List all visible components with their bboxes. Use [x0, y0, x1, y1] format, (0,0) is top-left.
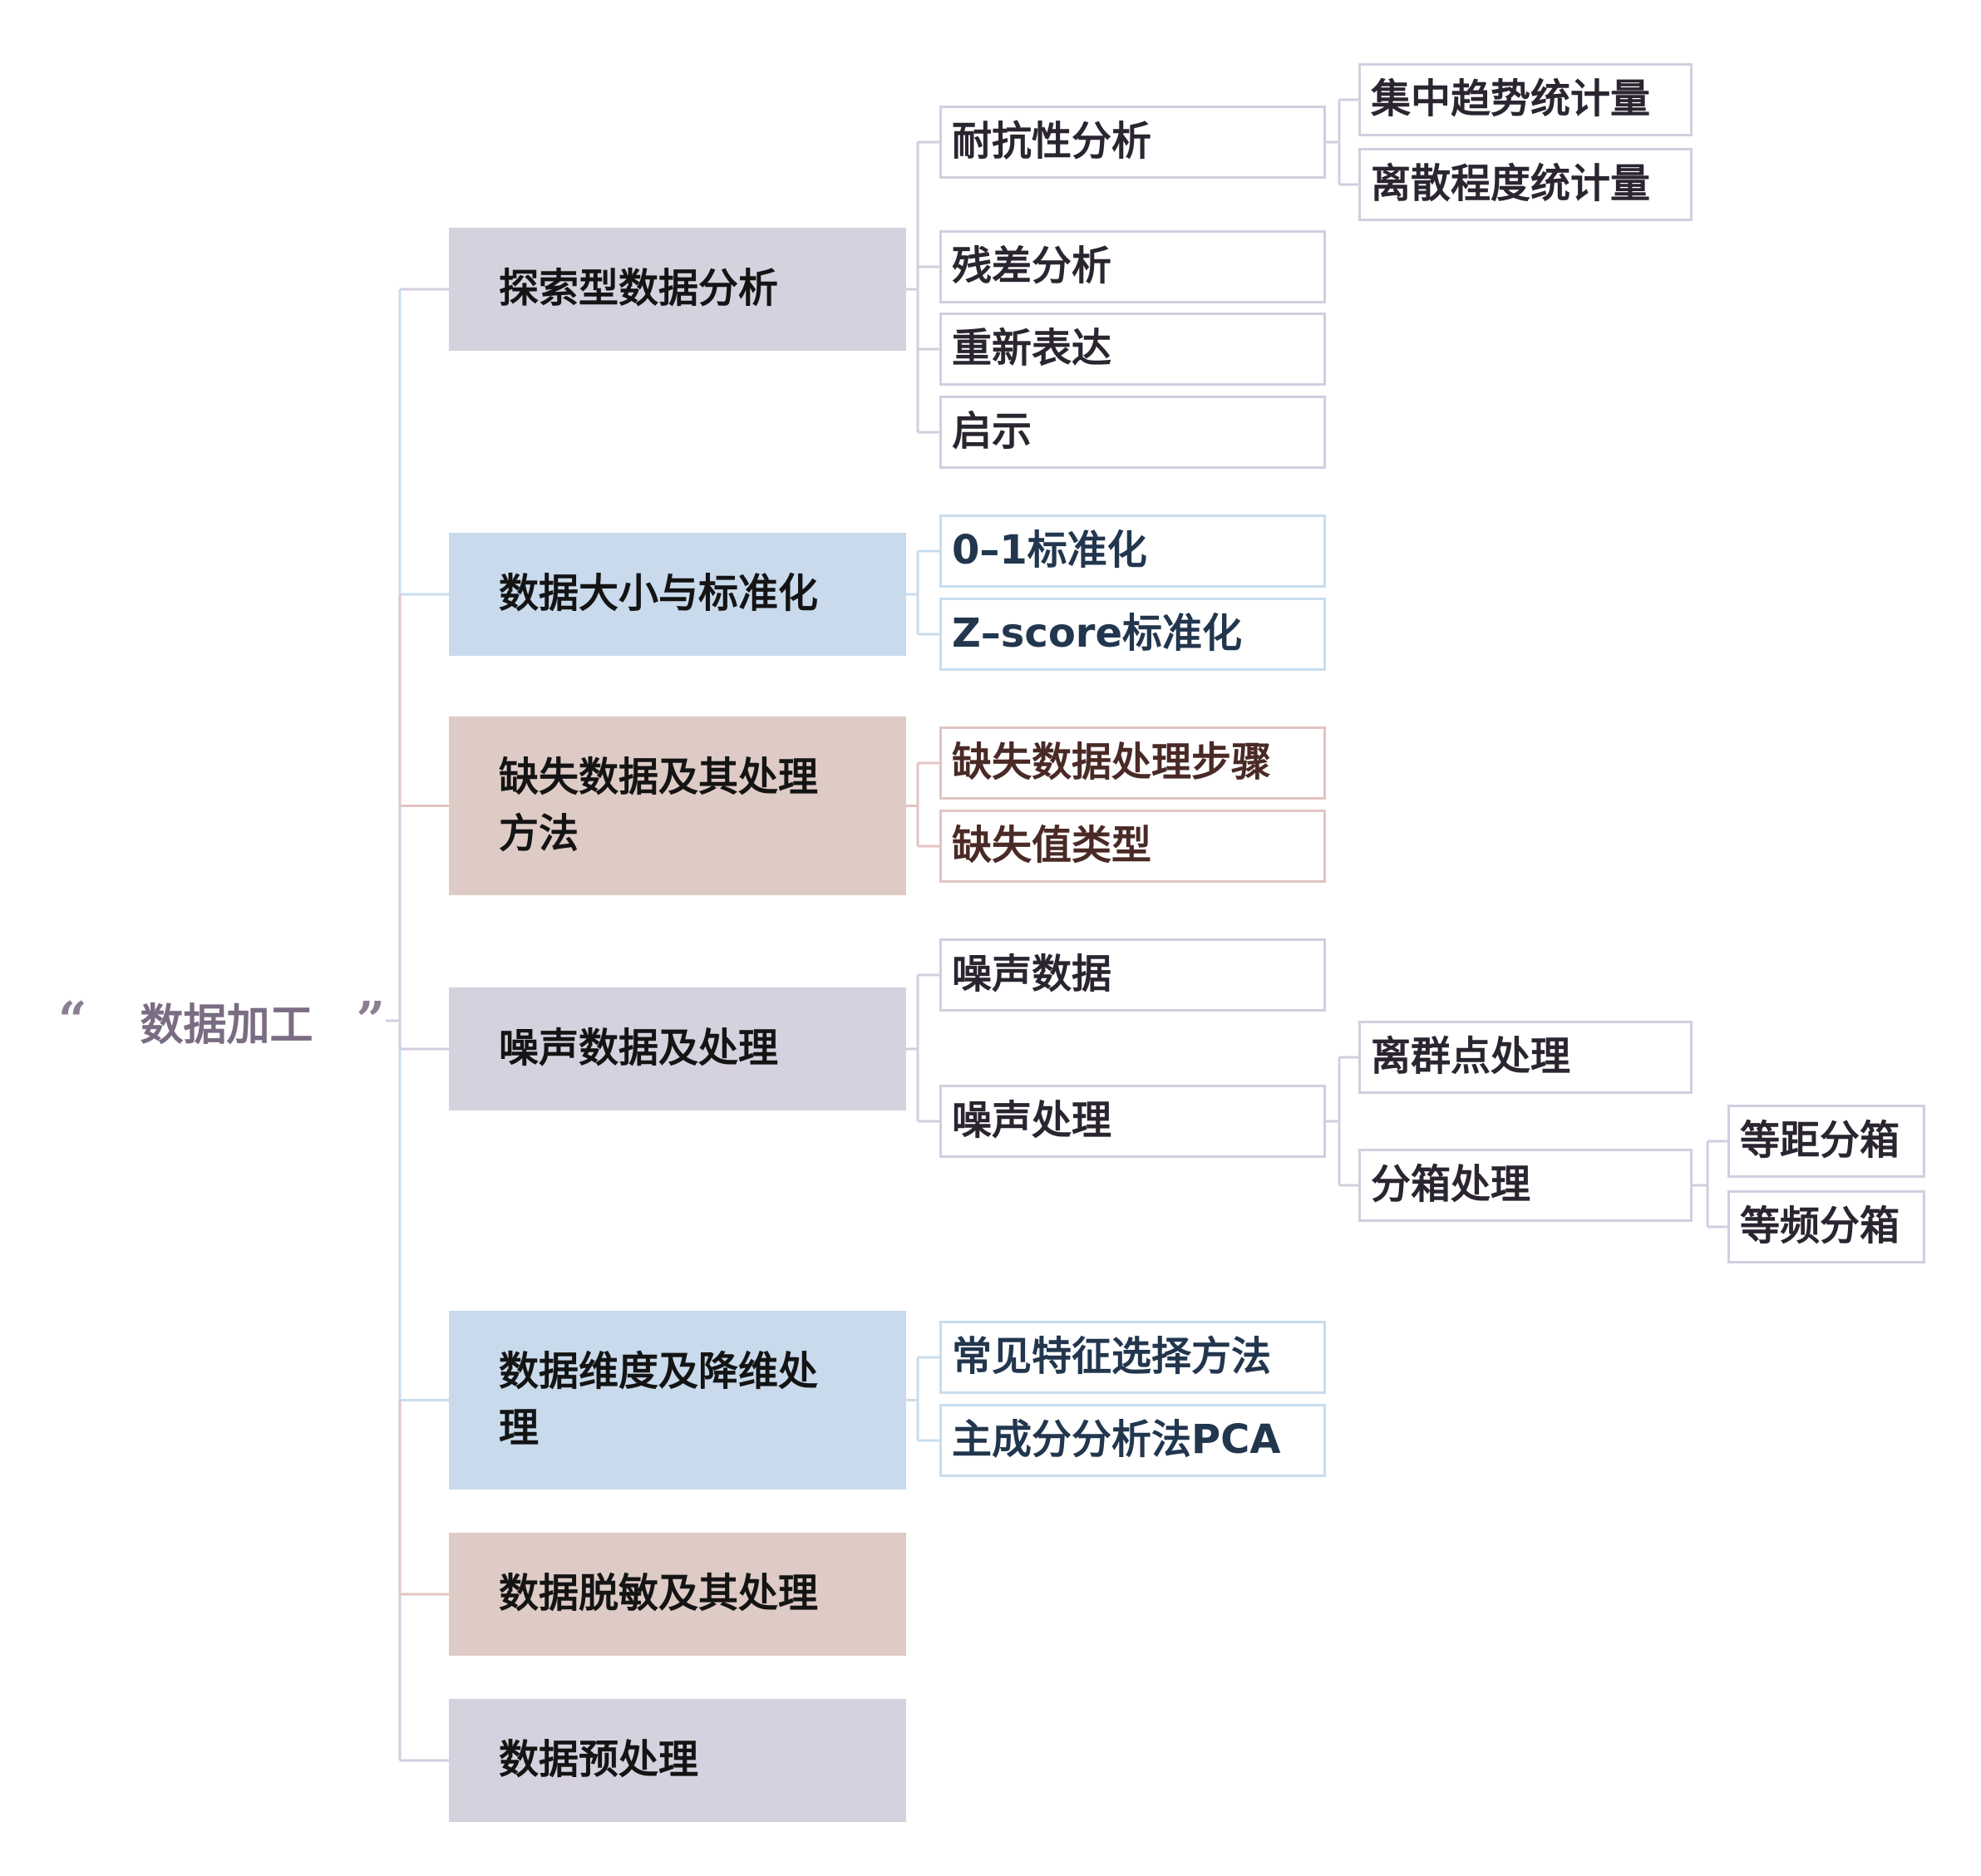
- topic-node-3[interactable]: 缺失数据及其处理方法: [449, 716, 906, 895]
- subtopic-node[interactable]: 常见特征选择方法: [939, 1321, 1326, 1394]
- topic-label-line: 数据维度及降维处: [499, 1348, 819, 1396]
- topic-node-4-label: 噪声数据及处理: [499, 1025, 779, 1072]
- detail-node[interactable]: 集中趋势统计量: [1358, 63, 1693, 136]
- subtopic-node[interactable]: 启示: [939, 396, 1326, 469]
- detail-node-label: 分箱处理: [1371, 1161, 1531, 1209]
- subtopic-node-label: Z–score标准化: [952, 610, 1243, 657]
- detail-node-label: 离群点处理: [1371, 1033, 1571, 1081]
- subtopic-node[interactable]: 重新表达: [939, 313, 1326, 386]
- subtopic-node[interactable]: 缺失值类型: [939, 810, 1326, 883]
- subtopic-node[interactable]: 0–1标准化: [939, 515, 1326, 588]
- detail-node-label: 集中趋势统计量: [1371, 76, 1651, 123]
- leaf-node[interactable]: 等频分箱: [1727, 1190, 1925, 1263]
- subtopic-node-label: 重新表达: [952, 325, 1112, 372]
- topic-label-line: 理: [499, 1404, 540, 1451]
- topic-node-2[interactable]: 数据大小与标准化: [449, 533, 906, 656]
- topic-node-4[interactable]: 噪声数据及处理: [449, 987, 906, 1110]
- topic-node-6[interactable]: 数据脱敏及其处理: [449, 1533, 906, 1656]
- topic-label-line: 缺失数据及其处理: [499, 754, 819, 801]
- subtopic-node-label: 噪声处理: [952, 1097, 1112, 1145]
- leaf-node-label: 等距分箱: [1740, 1117, 1900, 1164]
- topic-node-5-label: 数据维度及降维处理: [499, 1344, 818, 1455]
- subtopic-node[interactable]: 噪声数据: [939, 938, 1326, 1012]
- topic-node-1[interactable]: 探索型数据分析: [449, 228, 906, 351]
- topic-node-7[interactable]: 数据预处理: [449, 1699, 906, 1822]
- topic-node-1-label: 探索型数据分析: [499, 265, 779, 313]
- subtopic-node-label: 启示: [952, 408, 1032, 455]
- detail-node[interactable]: 离群点处理: [1358, 1021, 1693, 1094]
- detail-node[interactable]: 分箱处理: [1358, 1149, 1693, 1222]
- subtopic-node[interactable]: 耐抗性分析: [939, 106, 1326, 179]
- leaf-node[interactable]: 等距分箱: [1727, 1105, 1925, 1178]
- subtopic-node-label: 0–1标准化: [952, 527, 1147, 574]
- subtopic-node-label: 残差分析: [952, 243, 1112, 290]
- topic-node-6-label: 数据脱敏及其处理: [499, 1570, 819, 1617]
- subtopic-node-label: 缺失值类型: [952, 822, 1152, 869]
- subtopic-node[interactable]: 残差分析: [939, 230, 1326, 303]
- topic-node-2-label: 数据大小与标准化: [499, 570, 819, 618]
- detail-node[interactable]: 离散程度统计量: [1358, 148, 1693, 221]
- open-quote-mark: “: [58, 992, 87, 1050]
- subtopic-node-label: 主成分分析法PCA: [952, 1416, 1281, 1464]
- subtopic-node-label: 缺失数据处理步骤: [952, 739, 1272, 786]
- subtopic-node-label: 噪声数据: [952, 951, 1112, 998]
- topic-label-line: 方法: [499, 810, 579, 857]
- subtopic-node-label: 耐抗性分析: [952, 118, 1152, 165]
- root-node[interactable]: “ 数据加工 ”: [58, 987, 385, 1054]
- close-quote-mark: ”: [356, 992, 386, 1050]
- subtopic-node[interactable]: 主成分分析法PCA: [939, 1404, 1326, 1477]
- topic-node-7-label: 数据预处理: [499, 1736, 699, 1784]
- detail-node-label: 离散程度统计量: [1371, 160, 1651, 208]
- subtopic-node-label: 常见特征选择方法: [952, 1333, 1272, 1381]
- subtopic-node[interactable]: Z–score标准化: [939, 598, 1326, 671]
- subtopic-node[interactable]: 缺失数据处理步骤: [939, 726, 1326, 800]
- topic-node-5[interactable]: 数据维度及降维处理: [449, 1311, 906, 1489]
- root-label: 数据加工: [140, 1000, 313, 1051]
- leaf-node-label: 等频分箱: [1740, 1203, 1900, 1250]
- topic-node-3-label: 缺失数据及其处理方法: [499, 750, 818, 861]
- subtopic-node[interactable]: 噪声处理: [939, 1085, 1326, 1158]
